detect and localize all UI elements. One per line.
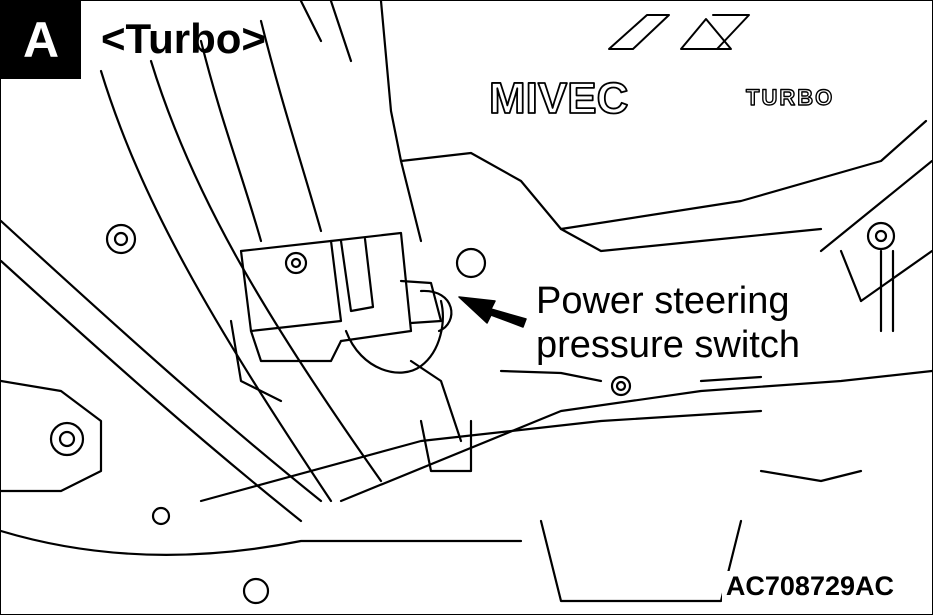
- callout-line-2: pressure switch: [536, 324, 800, 366]
- turbo-logo-text: TURBO: [746, 85, 834, 110]
- figure-code: AC708729AC: [721, 571, 898, 602]
- view-badge: A: [1, 1, 81, 79]
- callout-label: Power steering pressure switch: [534, 277, 804, 369]
- engine-cover: [379, 1, 928, 231]
- callout-line-1: Power steering: [536, 280, 790, 322]
- connector-wire: [344, 299, 444, 374]
- variant-label: <Turbo>: [101, 15, 266, 62]
- hoses: [1, 1, 383, 523]
- right-members: [819, 159, 932, 333]
- lower-frame: [1, 359, 932, 603]
- bolts: [49, 221, 896, 605]
- pressure-switch-assembly: [229, 231, 453, 403]
- mivec-logo-text: MIVEC: [489, 74, 628, 123]
- leader-arrow: [458, 296, 527, 328]
- mivec-logo: MIVEC TURBO: [488, 14, 834, 124]
